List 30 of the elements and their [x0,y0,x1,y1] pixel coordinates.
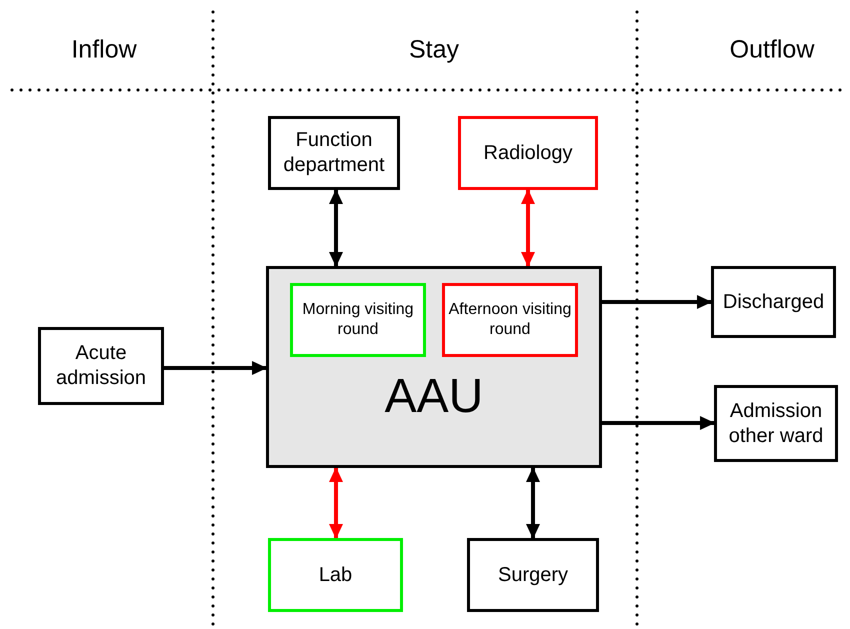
box-label: Function department [282,128,386,178]
double-arrow [329,189,343,267]
process-box [268,116,400,190]
box-label: Discharged [722,290,824,314]
box-label: Morning visiting round [301,300,415,340]
box-label: Acute admission [54,341,148,391]
double-arrow [329,467,343,539]
box-label: Afternoon visiting round [448,300,572,340]
column-heading: Stay [408,34,460,66]
process-box [442,283,578,357]
process-box [266,266,602,468]
process-box [458,116,598,190]
box-label: Surgery [498,562,568,588]
process-box [714,385,838,462]
double-arrow [602,416,715,430]
process-box [38,327,164,405]
process-box [290,283,426,357]
process-box [268,538,403,612]
double-arrow [526,467,540,539]
process-box [711,266,836,338]
double-arrow [521,189,535,267]
box-label: AAU [384,369,484,425]
box-label: Radiology [484,140,572,166]
double-arrow [164,361,267,375]
column-heading: Inflow [71,34,137,66]
column-heading: Outflow [730,34,814,66]
process-box [467,538,599,612]
box-label: Lab [318,562,352,588]
double-arrow [602,295,712,309]
box-label: Admission other ward [728,398,824,448]
